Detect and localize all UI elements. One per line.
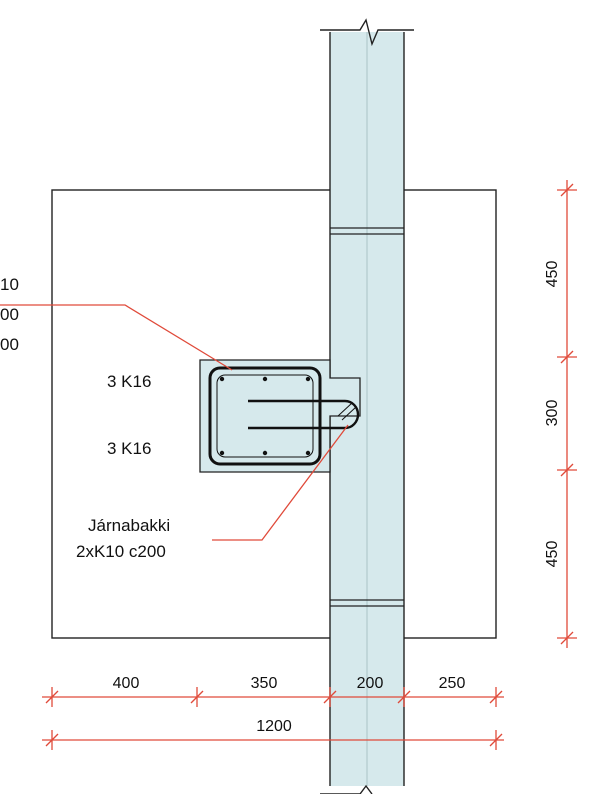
- dim-200: 200: [357, 675, 384, 692]
- dim-300: 300: [544, 400, 561, 427]
- dim-450-bottom: 450: [544, 541, 561, 568]
- left-label-2: 00: [0, 305, 19, 324]
- dim-1200: 1200: [256, 718, 292, 735]
- stirrup: [208, 366, 322, 466]
- beam-section: [199, 359, 361, 473]
- break-line-top: [320, 18, 414, 47]
- leader-line-support: [212, 424, 349, 541]
- dim-350: 350: [251, 675, 278, 692]
- dim-400: 400: [113, 675, 140, 692]
- dim-450-top: 450: [544, 261, 561, 288]
- left-label-1: 10: [0, 275, 19, 294]
- horizontal-dimension-line: [42, 687, 504, 707]
- slab-outline: [51, 189, 497, 639]
- rebar-bottom-label: 3 K16: [107, 439, 151, 458]
- break-line-bottom: [320, 784, 373, 794]
- dim-250: 250: [439, 675, 466, 692]
- support-label-2: 2xK10 c200: [76, 542, 166, 561]
- rebar-top-label: 3 K16: [107, 372, 151, 391]
- support-label-1: Járnabakki: [88, 516, 170, 535]
- total-dimension-line: [42, 730, 504, 750]
- vertical-dimension-line: [557, 180, 577, 648]
- left-label-3: 00: [0, 335, 19, 354]
- leader-line-left: [0, 304, 233, 371]
